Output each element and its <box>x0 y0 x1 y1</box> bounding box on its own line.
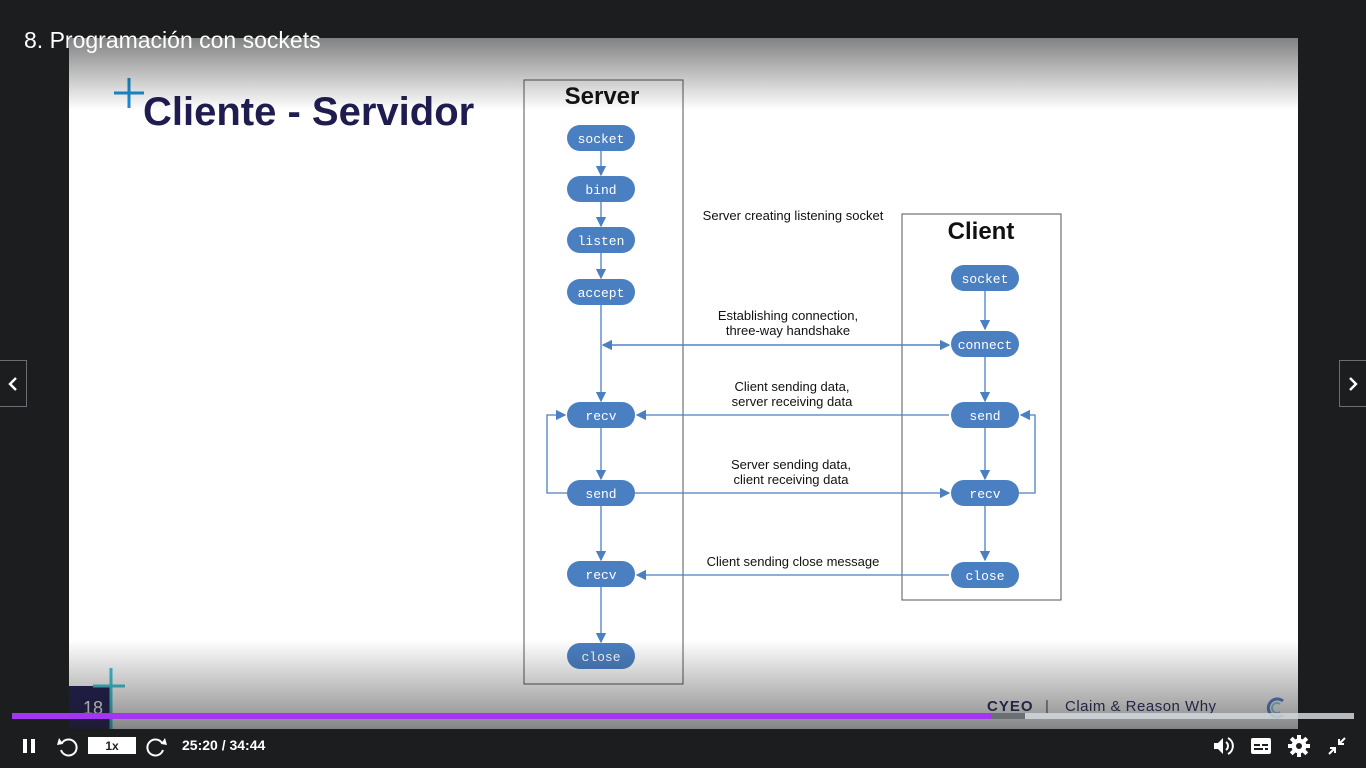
server-node-label: socket <box>578 132 625 147</box>
annotation-close-message: Client sending close message <box>707 554 880 569</box>
server-loop-arrow <box>546 409 567 494</box>
server-node-bind <box>567 176 635 202</box>
pause-icon <box>23 739 35 753</box>
server-node-label: accept <box>578 286 625 301</box>
server-node-listen <box>567 227 635 253</box>
progress-played <box>12 713 991 719</box>
lecture-title: 8. Programación con sockets <box>24 27 321 53</box>
client-box <box>901 213 1062 601</box>
annotation-listening: Server creating listening socket <box>703 208 884 223</box>
previous-lecture-button[interactable] <box>0 360 27 407</box>
annotation-handshake-line2: three-way handshake <box>726 323 850 338</box>
client-node-label: close <box>965 569 1004 584</box>
server-node-accept <box>567 279 635 305</box>
server-title: Server <box>565 83 640 110</box>
client-node-send <box>951 402 1019 428</box>
rewind-5-icon <box>57 738 78 757</box>
annotation-client-send-line1: Client sending data, <box>735 379 850 394</box>
rewind-button[interactable] <box>55 734 79 758</box>
settings-button[interactable] <box>1287 734 1311 758</box>
client-node-label: socket <box>962 272 1009 287</box>
client-loop-arrow <box>1019 409 1036 494</box>
server-node-label: close <box>581 650 620 665</box>
player-control-bar: 1x 25:20 / 34:44 <box>0 730 1366 768</box>
server-node-recv <box>567 402 635 428</box>
video-progress-bar[interactable] <box>12 713 1354 719</box>
client-node-recv <box>951 480 1019 506</box>
server-node-label: bind <box>585 183 616 198</box>
captions-button[interactable] <box>1249 734 1273 758</box>
time-display: 25:20 / 34:44 <box>182 737 266 753</box>
server-box <box>523 79 684 685</box>
forward-5-icon <box>146 738 167 757</box>
volume-icon <box>1214 737 1234 755</box>
annotation-server-send-line2: client receiving data <box>734 472 850 487</box>
exit-fullscreen-button[interactable] <box>1325 734 1349 758</box>
chevron-right-icon <box>1349 376 1358 391</box>
client-node-socket <box>951 265 1019 291</box>
server-node-label: send <box>585 487 616 502</box>
play-pause-button[interactable] <box>18 735 40 757</box>
annotation-handshake-line1: Establishing connection, <box>718 308 858 323</box>
server-node-recv-close <box>567 561 635 587</box>
client-node-label: recv <box>969 487 1000 502</box>
client-title: Client <box>948 218 1015 245</box>
annotation-client-send-line2: server receiving data <box>732 394 853 409</box>
client-node-connect <box>951 331 1019 357</box>
chevron-left-icon <box>8 376 17 391</box>
playback-rate-button[interactable]: 1x <box>88 737 136 754</box>
exit-fullscreen-icon <box>1328 737 1346 755</box>
forward-button[interactable] <box>145 734 169 758</box>
server-node-label: recv <box>585 409 616 424</box>
captions-icon <box>1251 738 1271 754</box>
socket-flow-diagram: Server Client <box>69 79 1062 729</box>
annotation-server-send-line1: Server sending data, <box>731 457 851 472</box>
server-node-socket <box>567 125 635 151</box>
client-node-close <box>951 562 1019 588</box>
server-node-label: listen <box>578 234 625 249</box>
server-node-label: recv <box>585 568 616 583</box>
volume-button[interactable] <box>1211 734 1235 758</box>
server-node-send <box>567 480 635 506</box>
next-lecture-button[interactable] <box>1339 360 1366 407</box>
client-node-label: connect <box>958 338 1013 353</box>
lecture-slide: Cliente - Servidor Server Client <box>69 38 1298 729</box>
gear-icon <box>1288 735 1310 757</box>
client-node-label: send <box>969 409 1000 424</box>
